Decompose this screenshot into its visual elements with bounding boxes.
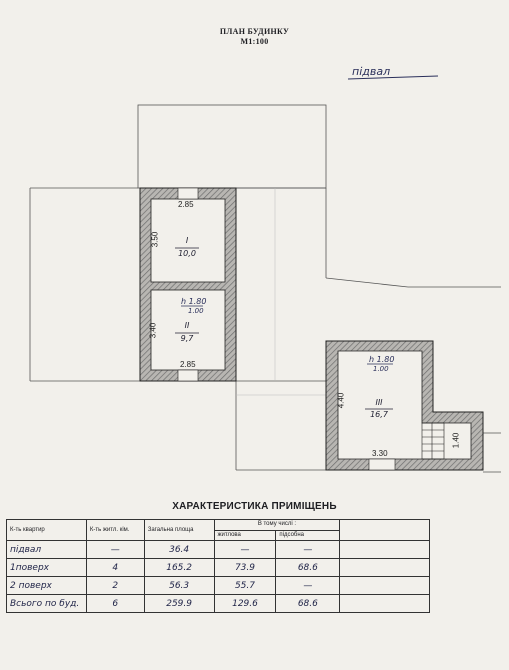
faint-lines (236, 188, 326, 396)
dim-r2-width: 2.85 (180, 360, 196, 369)
row-total: 36.4 (143, 540, 215, 559)
row-empty (339, 558, 430, 577)
plan-scale: М1:100 (240, 37, 269, 46)
room-2-height: ℎ 1.80 (181, 297, 207, 306)
table-header-row: К-ть квартир К-ть житл. кім. Загальна пл… (6, 519, 430, 541)
row-living: 55.7 (213, 576, 277, 595)
col-living: житлова (213, 529, 277, 541)
left-building-walls (139, 187, 237, 382)
dim-r2-height: 3.40 (148, 322, 158, 339)
table-row: Всього по буд. 6 259.9 129.6 68.6 (6, 594, 430, 613)
row-label: підвал (6, 540, 87, 559)
row-empty (339, 576, 430, 595)
room-3-area: 16,7 (370, 410, 388, 419)
site-outline (29, 104, 501, 473)
dim-r3-stair: 1.40 (451, 432, 461, 449)
col-aux: підсобна (275, 529, 341, 541)
row-rooms: 4 (85, 558, 145, 577)
row-rooms: 6 (85, 594, 145, 613)
row-total: 259.9 (143, 594, 215, 613)
row-total: 165.2 (143, 558, 215, 577)
level-label: підвал (352, 65, 391, 78)
col-empty (339, 519, 430, 541)
col-incl: В тому числі : (213, 519, 341, 531)
table-row: 1поверх 4 165.2 73.9 68.6 (6, 558, 430, 577)
dim-r1-height: 3.50 (150, 231, 160, 248)
table-row: підвал — 36.4 — — (6, 540, 430, 559)
dim-r1-width: 2.85 (178, 200, 194, 209)
row-rooms: — (85, 540, 145, 559)
right-building-walls (325, 340, 484, 471)
row-label: 2 поверх (6, 576, 87, 595)
row-empty (339, 594, 430, 613)
room-2-height-den: 1.00 (188, 307, 204, 315)
stair-steps (422, 423, 444, 459)
table-row: 2 поверх 2 56.3 55.7 — (6, 576, 430, 595)
characteristics-table: К-ть квартир К-ть житл. кім. Загальна пл… (6, 519, 430, 613)
row-rooms: 2 (85, 576, 145, 595)
room-3-height: ℎ 1.80 (369, 355, 395, 364)
row-living: 73.9 (213, 558, 277, 577)
row-living: — (213, 540, 277, 559)
room-1-area: 10,0 (178, 249, 196, 258)
room-3-height-value: 1.80 (376, 355, 395, 364)
row-aux: 68.6 (275, 558, 341, 577)
room-2-area: 9,7 (180, 334, 194, 343)
dim-r3-width: 3.30 (372, 449, 388, 458)
characteristics-title: ХАРАКТЕРИСТИКА ПРИМІЩЕНЬ (172, 501, 337, 512)
area-fraction-lines (175, 247, 393, 410)
col-total: Загальна площа (143, 519, 215, 541)
row-total: 56.3 (143, 576, 215, 595)
row-living: 129.6 (213, 594, 277, 613)
dim-r3-height: 4.40 (336, 392, 346, 409)
col-rooms: К-ть житл. кім. (85, 519, 145, 541)
room-1-number: I (185, 236, 189, 245)
row-aux: 68.6 (275, 594, 341, 613)
row-empty (339, 540, 430, 559)
row-aux: — (275, 540, 341, 559)
row-label: Всього по буд. (6, 594, 87, 613)
room-2-height-value: 1.80 (188, 297, 207, 306)
col-apartments: К-ть квартир (6, 519, 87, 541)
room-2-number: II (184, 321, 190, 330)
floor-plan-drawing (29, 75, 501, 473)
row-aux: — (275, 576, 341, 595)
room-3-height-den: 1.00 (373, 365, 389, 373)
level-label-underline (347, 75, 439, 80)
plan-title: ПЛАН БУДИНКУ (219, 27, 290, 36)
row-label: 1поверх (6, 558, 87, 577)
room-3-number: III (375, 398, 383, 407)
